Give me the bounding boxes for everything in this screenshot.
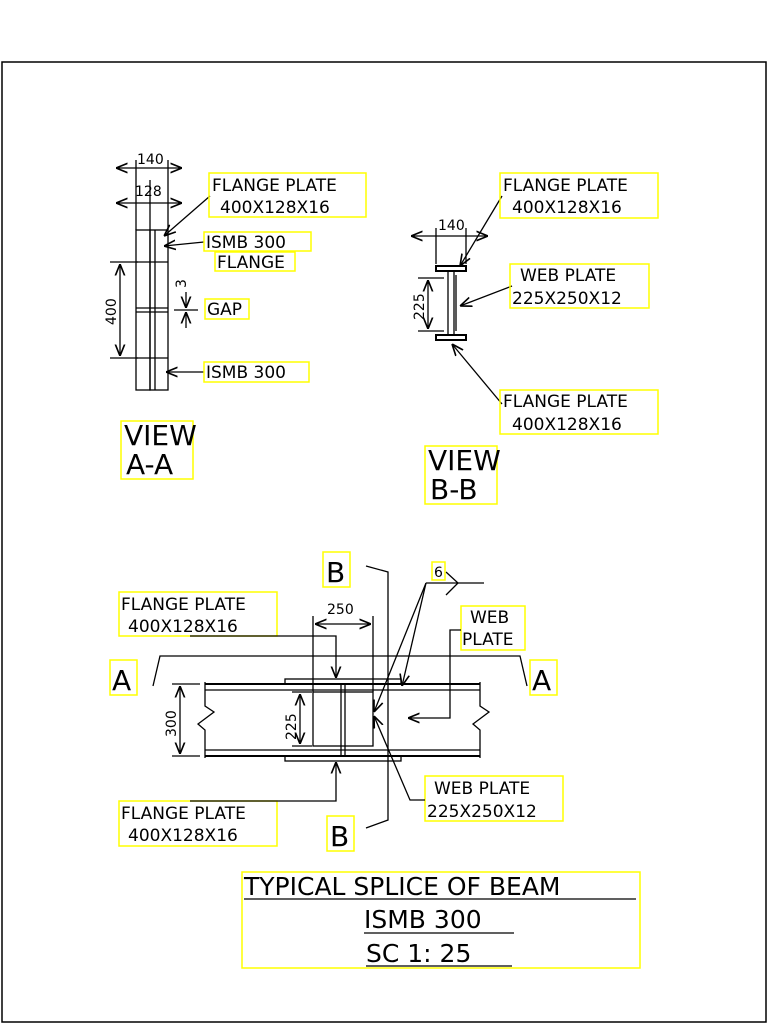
elev-web-plate-label-1: WEB bbox=[470, 608, 509, 628]
bb-dim-225: 225 bbox=[412, 293, 428, 320]
elev-dim-225: 225 bbox=[284, 713, 300, 740]
section-b-bottom: B bbox=[330, 820, 349, 853]
aa-dim-400: 400 bbox=[104, 298, 120, 325]
bb-bottom-flange-plate-size: 400X128X16 bbox=[512, 415, 622, 435]
elev-web-plate-size: 225X250X12 bbox=[427, 802, 537, 822]
bb-bottom-flange-plate-label: FLANGE PLATE bbox=[503, 392, 628, 412]
bb-web-plate-size: 225X250X12 bbox=[512, 289, 622, 309]
drawing-border bbox=[1, 61, 767, 1023]
title-line-3: SC 1: 25 bbox=[366, 939, 471, 968]
title-line-2: ISMB 300 bbox=[364, 905, 482, 934]
bb-top-flange-plate-label: FLANGE PLATE bbox=[503, 176, 628, 196]
title-block: TYPICAL SPLICE OF BEAM ISMB 300 SC 1: 25 bbox=[241, 871, 641, 969]
aa-ismb-flange-label: ISMB 300 bbox=[206, 233, 286, 253]
elev-top-flange-plate-label: FLANGE PLATE bbox=[121, 595, 246, 615]
aa-view-title: VIEW bbox=[124, 419, 197, 452]
view-bb: 140 225 FLANGE PLATE 400X128X16 WEB PLAT… bbox=[411, 172, 659, 506]
elev-top-flange-plate-size: 400X128X16 bbox=[128, 617, 238, 637]
elev-bottom-flange-plate-size: 400X128X16 bbox=[128, 826, 238, 846]
aa-dim-gap: 3 bbox=[174, 279, 190, 288]
section-a-right: A bbox=[532, 664, 551, 697]
view-aa: 140 128 400 3 FLANGE PLATE 400X128X16 IS bbox=[104, 152, 367, 481]
bb-top-flange-plate-size: 400X128X16 bbox=[512, 198, 622, 218]
weld-size: 6 bbox=[434, 565, 443, 581]
aa-dim-140: 140 bbox=[137, 152, 164, 168]
aa-view-subtitle: A-A bbox=[126, 448, 173, 481]
elev-dim-250: 250 bbox=[327, 602, 354, 618]
elev-bottom-flange-plate-label: FLANGE PLATE bbox=[121, 804, 246, 824]
aa-ismb-flange-label-2: FLANGE bbox=[217, 253, 285, 273]
aa-flange-plate-size: 400X128X16 bbox=[220, 198, 330, 218]
aa-flange-plate-label: FLANGE PLATE bbox=[212, 176, 337, 196]
bb-view-title: VIEW bbox=[428, 444, 501, 477]
bb-web-plate-label: WEB PLATE bbox=[520, 266, 616, 286]
elev-web-plate-label: WEB PLATE bbox=[434, 779, 530, 799]
title-line-1: TYPICAL SPLICE OF BEAM bbox=[243, 872, 561, 901]
elevation-view: B B A A 250 300 bbox=[109, 551, 564, 853]
elev-dim-300: 300 bbox=[164, 710, 180, 737]
bb-view-subtitle: B-B bbox=[430, 473, 478, 506]
section-a-left: A bbox=[112, 664, 131, 697]
aa-ismb-label: ISMB 300 bbox=[206, 363, 286, 383]
aa-dim-128: 128 bbox=[135, 184, 162, 200]
elev-web-plate-label-2: PLATE bbox=[462, 630, 514, 650]
bb-dim-140: 140 bbox=[438, 218, 465, 234]
aa-gap-label: GAP bbox=[207, 300, 242, 320]
section-b-top: B bbox=[326, 556, 345, 589]
